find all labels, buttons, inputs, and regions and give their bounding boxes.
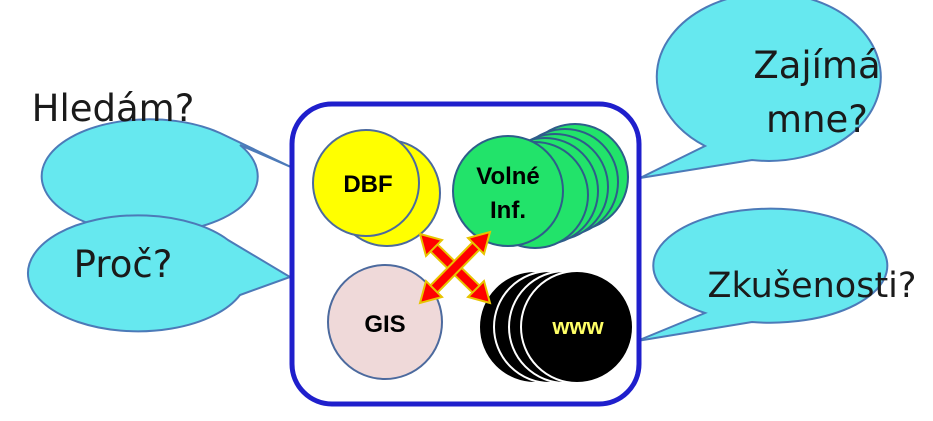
- speech-bubble-zkusenosti-shape: [636, 207, 889, 342]
- speech-bubble-proc: Proč?: [26, 214, 293, 333]
- double-arrow-cross-icon: [418, 230, 492, 305]
- speech-bubble-proc-shape: [26, 214, 293, 333]
- circle-label-www: www: [551, 314, 604, 339]
- speech-bubble-hledam: Hledám?: [32, 87, 294, 235]
- circle-label-gis: GIS: [364, 311, 405, 338]
- circle-label-volne-line1: Volné: [476, 163, 540, 190]
- bubble-text-zajima-line2: mne?: [766, 98, 868, 141]
- circle-label-dbf: DBF: [343, 171, 392, 198]
- circle-www: www: [478, 270, 634, 384]
- bubble-text-proc: Proč?: [74, 243, 173, 286]
- speech-bubble-zajima: Zajímá mne?: [639, 0, 882, 179]
- circle-label-volne-line2: Inf.: [490, 197, 526, 224]
- speech-bubble-hledam-shape: [40, 118, 294, 235]
- bubble-text-hledam: Hledám?: [32, 87, 195, 130]
- bubble-text-zajima-line1: Zajímá: [753, 44, 880, 87]
- speech-bubble-zkusenosti: Zkušenosti?: [636, 207, 917, 342]
- speech-bubble-zajima-shape: [639, 0, 882, 179]
- circle-gis: GIS: [327, 264, 443, 380]
- circle-volne-inf: Volné Inf.: [452, 123, 629, 249]
- bubble-text-zkusenosti: Zkušenosti?: [708, 266, 917, 306]
- circle-dbf: DBF: [312, 129, 441, 247]
